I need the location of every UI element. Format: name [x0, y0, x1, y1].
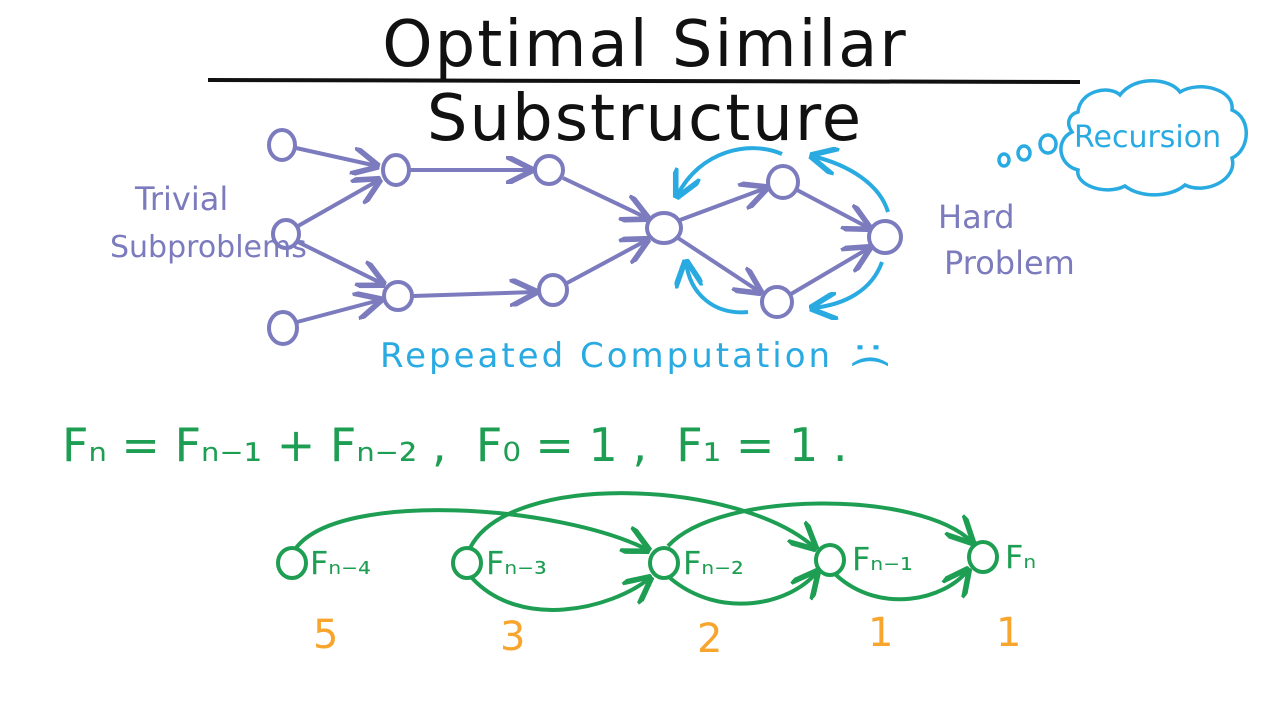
thought-dot-small	[997, 152, 1011, 168]
count-n4: 5	[313, 612, 339, 658]
sad-face-icon: :(	[847, 340, 894, 370]
title-underline	[207, 78, 1081, 84]
page-title: Optimal Similar Substructure	[382, 8, 908, 156]
fibonacci-formula: Fₙ = Fₙ₋₁ + Fₙ₋₂ , F₀ = 1 , F₁ = 1 .	[62, 418, 848, 472]
node-trivial-3	[267, 310, 299, 346]
node-center	[645, 211, 683, 245]
hard-label-line1: Hard	[938, 198, 1015, 236]
node-bottom	[760, 285, 794, 319]
fib-node-n1	[814, 543, 846, 577]
fib-label-n: Fₙ	[1005, 538, 1037, 576]
recursion-label: Recursion	[1074, 120, 1222, 155]
count-n1: 1	[868, 610, 894, 656]
repeated-computation-label: Repeated Computation	[380, 336, 834, 376]
node-hard	[867, 219, 903, 255]
fib-label-n4: Fₙ₋₄	[310, 544, 371, 582]
fib-node-n2	[648, 546, 680, 580]
fib-label-n2: Fₙ₋₂	[683, 544, 744, 582]
subproblem-graph	[267, 128, 903, 346]
node-trivial-1	[267, 128, 297, 162]
recursion-cloud	[997, 79, 1248, 197]
fib-node-n3	[451, 546, 483, 580]
node-a	[381, 153, 411, 187]
node-c	[533, 154, 565, 186]
count-n3: 3	[500, 614, 526, 660]
hard-label-line2: Problem	[944, 244, 1075, 282]
thought-dot-medium	[1016, 144, 1032, 162]
count-n: 1	[996, 610, 1022, 656]
repeated-computation-arcs	[677, 148, 890, 312]
fib-label-n1: Fₙ₋₁	[852, 540, 913, 578]
node-top	[766, 164, 800, 200]
trivial-label-line1: Trivial	[135, 180, 229, 218]
fib-node-n	[967, 540, 999, 574]
fibonacci-graph	[276, 491, 999, 612]
fib-label-n3: Fₙ₋₃	[486, 544, 547, 582]
count-n2: 2	[697, 616, 723, 662]
thought-dot-large	[1038, 133, 1058, 155]
fib-node-n4	[276, 546, 308, 580]
node-d	[537, 273, 569, 307]
node-trivial-2	[271, 218, 301, 250]
node-b	[382, 280, 414, 312]
trivial-label-line2: Subproblems	[110, 230, 307, 265]
